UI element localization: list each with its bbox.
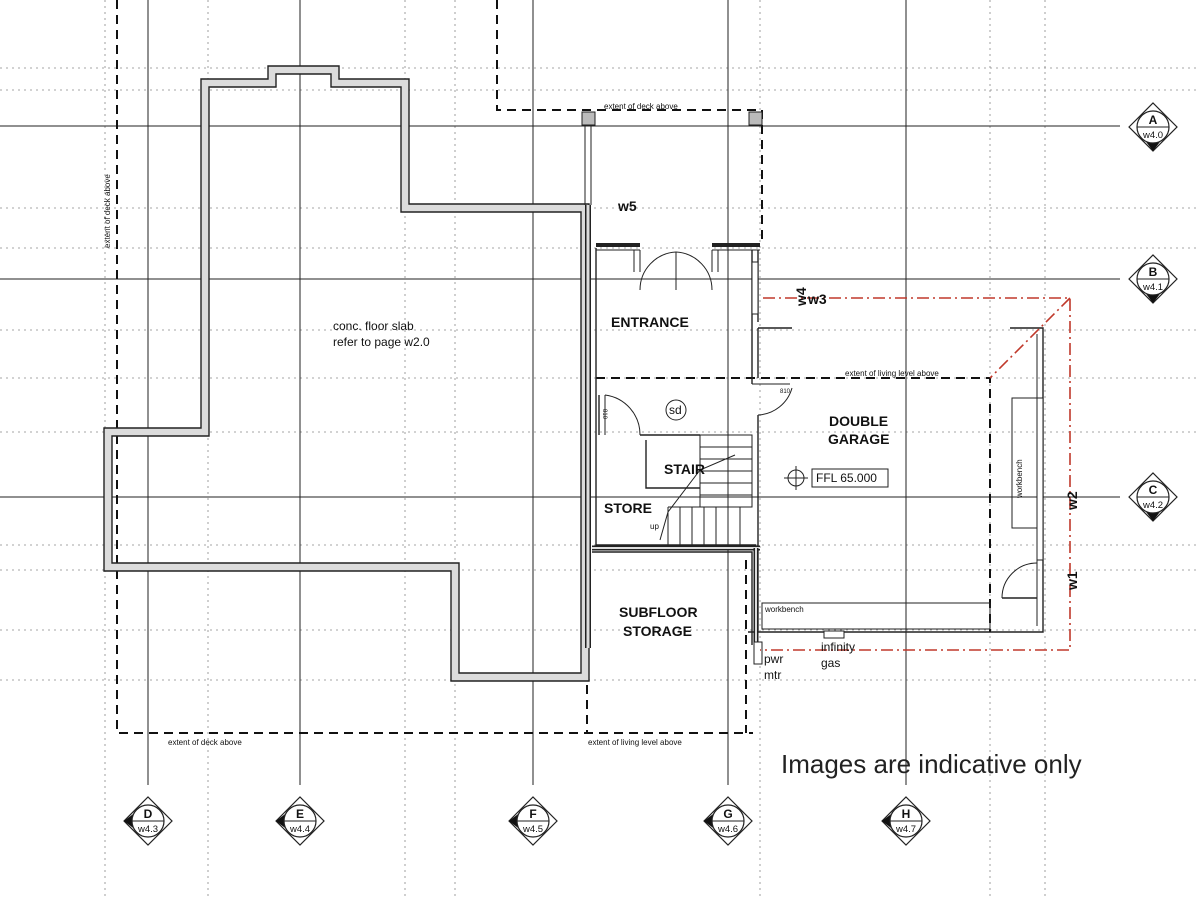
grid-ref: w4.1 — [1142, 282, 1163, 293]
smoke-detector-icon — [665, 399, 687, 421]
grid-letter: D — [144, 807, 153, 821]
gas-label: gas — [821, 656, 840, 670]
interior-walls — [585, 205, 1044, 648]
grid-marker-B: B w4.1 — [1128, 254, 1178, 304]
workbench-side — [1011, 397, 1038, 529]
grid-ref: w4.2 — [1142, 500, 1163, 511]
grid-lines — [0, 0, 1120, 785]
room-subfloor-line1: SUBFLOOR — [619, 604, 698, 620]
room-entrance: ENTRANCE — [611, 314, 689, 330]
pwr-label: pwr — [764, 652, 783, 666]
deck-above-top-label: extent of deck above — [604, 102, 678, 111]
ffl-label: FFL 65.000 — [816, 471, 877, 485]
wall-tag-w1: w1 — [1064, 571, 1080, 591]
room-store: STORE — [604, 500, 652, 516]
grid-ref: w4.3 — [137, 824, 158, 835]
workbench-side-label: workbench — [1015, 459, 1024, 499]
infinity-gas-unit — [823, 630, 845, 639]
slab-note-line1: conc. floor slab — [333, 319, 414, 333]
room-stair: STAIR — [664, 461, 705, 477]
living-above-top-label: extent of living level above — [845, 369, 939, 378]
wall-tag-w2: w2 — [1064, 491, 1080, 511]
boundary-red — [760, 297, 1071, 651]
extent-lines — [116, 0, 991, 734]
grid-marker-G: G w4.6 — [703, 796, 753, 846]
door-size-label-2: 810 — [780, 389, 791, 395]
stair-up-label: up — [650, 522, 659, 531]
workbench-bottom — [761, 602, 991, 630]
deck-above-left-label: extent of deck above — [103, 174, 112, 248]
mtr-label: mtr — [764, 668, 781, 682]
grid-marker-C: C w4.2 — [1128, 472, 1178, 522]
grid-ref: w4.6 — [717, 824, 738, 835]
grid-ref: w4.5 — [522, 824, 543, 835]
door-size-label-1: 810 — [601, 409, 607, 420]
ffl-box — [811, 468, 889, 488]
grid-ref: w4.0 — [1142, 130, 1163, 141]
deck-post — [581, 111, 596, 126]
power-meter — [753, 641, 763, 665]
workbench-bottom-label: workbench — [764, 605, 804, 614]
stair — [659, 434, 753, 545]
grid-letter: A — [1149, 113, 1158, 127]
grid-letter: E — [296, 807, 304, 821]
grid-ref: w4.4 — [289, 824, 310, 835]
wall-tag-w5: w5 — [617, 198, 637, 214]
ffl-datum-icon — [784, 466, 808, 490]
grid-letter: C — [1149, 483, 1158, 497]
boundary-red-diag — [989, 297, 1071, 379]
grid-letter: B — [1149, 265, 1158, 279]
grid-ref: w4.7 — [895, 824, 916, 835]
store-door — [598, 394, 700, 489]
room-garage-line1: DOUBLE — [829, 413, 888, 429]
wall-tag-w4: w4 — [793, 287, 809, 307]
infinity-label: infinity — [821, 640, 855, 654]
grid-letter: G — [723, 807, 732, 821]
slab-outline — [103, 65, 590, 682]
garage-fixtures — [665, 397, 1038, 665]
grid-marker-E: E w4.4 — [275, 796, 325, 846]
deck-above-bottom-label: extent of deck above — [168, 738, 242, 747]
grid-marker-D: D w4.3 — [123, 796, 173, 846]
disclaimer-note: Images are indicative only — [781, 749, 1082, 779]
room-subfloor-line2: STORAGE — [623, 623, 692, 639]
living-above-bottom-label: extent of living level above — [588, 738, 682, 747]
grid-marker-H: H w4.7 — [881, 796, 931, 846]
wall-tag-w3: w3 — [807, 291, 827, 307]
smoke-detector-label: sd — [669, 403, 682, 417]
grid-marker-A: A w4.0 — [1128, 102, 1178, 152]
grid-marker-F: F w4.5 — [508, 796, 558, 846]
grid-letter: F — [529, 807, 536, 821]
slab-note-line2: refer to page w2.0 — [333, 335, 430, 349]
deck-post — [748, 111, 763, 126]
room-garage-line2: GARAGE — [828, 431, 889, 447]
grid-letter: H — [902, 807, 911, 821]
